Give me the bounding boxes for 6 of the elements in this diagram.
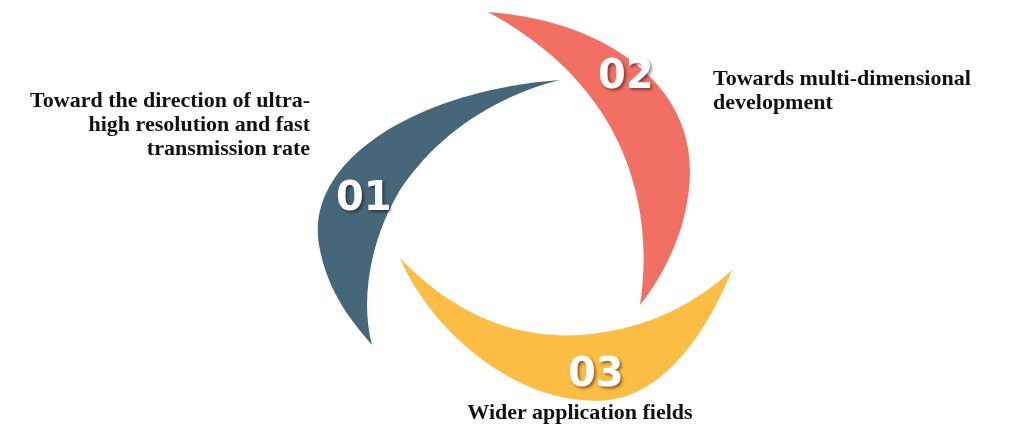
step-number: 02	[598, 54, 654, 94]
step-description: Toward the direction of ultra-high resolution and fast transmission rate	[29, 88, 310, 161]
step-description: Wider application fields	[466, 400, 694, 425]
step-number: 01	[336, 176, 392, 216]
step-description: Towards multi-dimensional development	[713, 66, 972, 115]
step-number: 03	[568, 352, 624, 392]
